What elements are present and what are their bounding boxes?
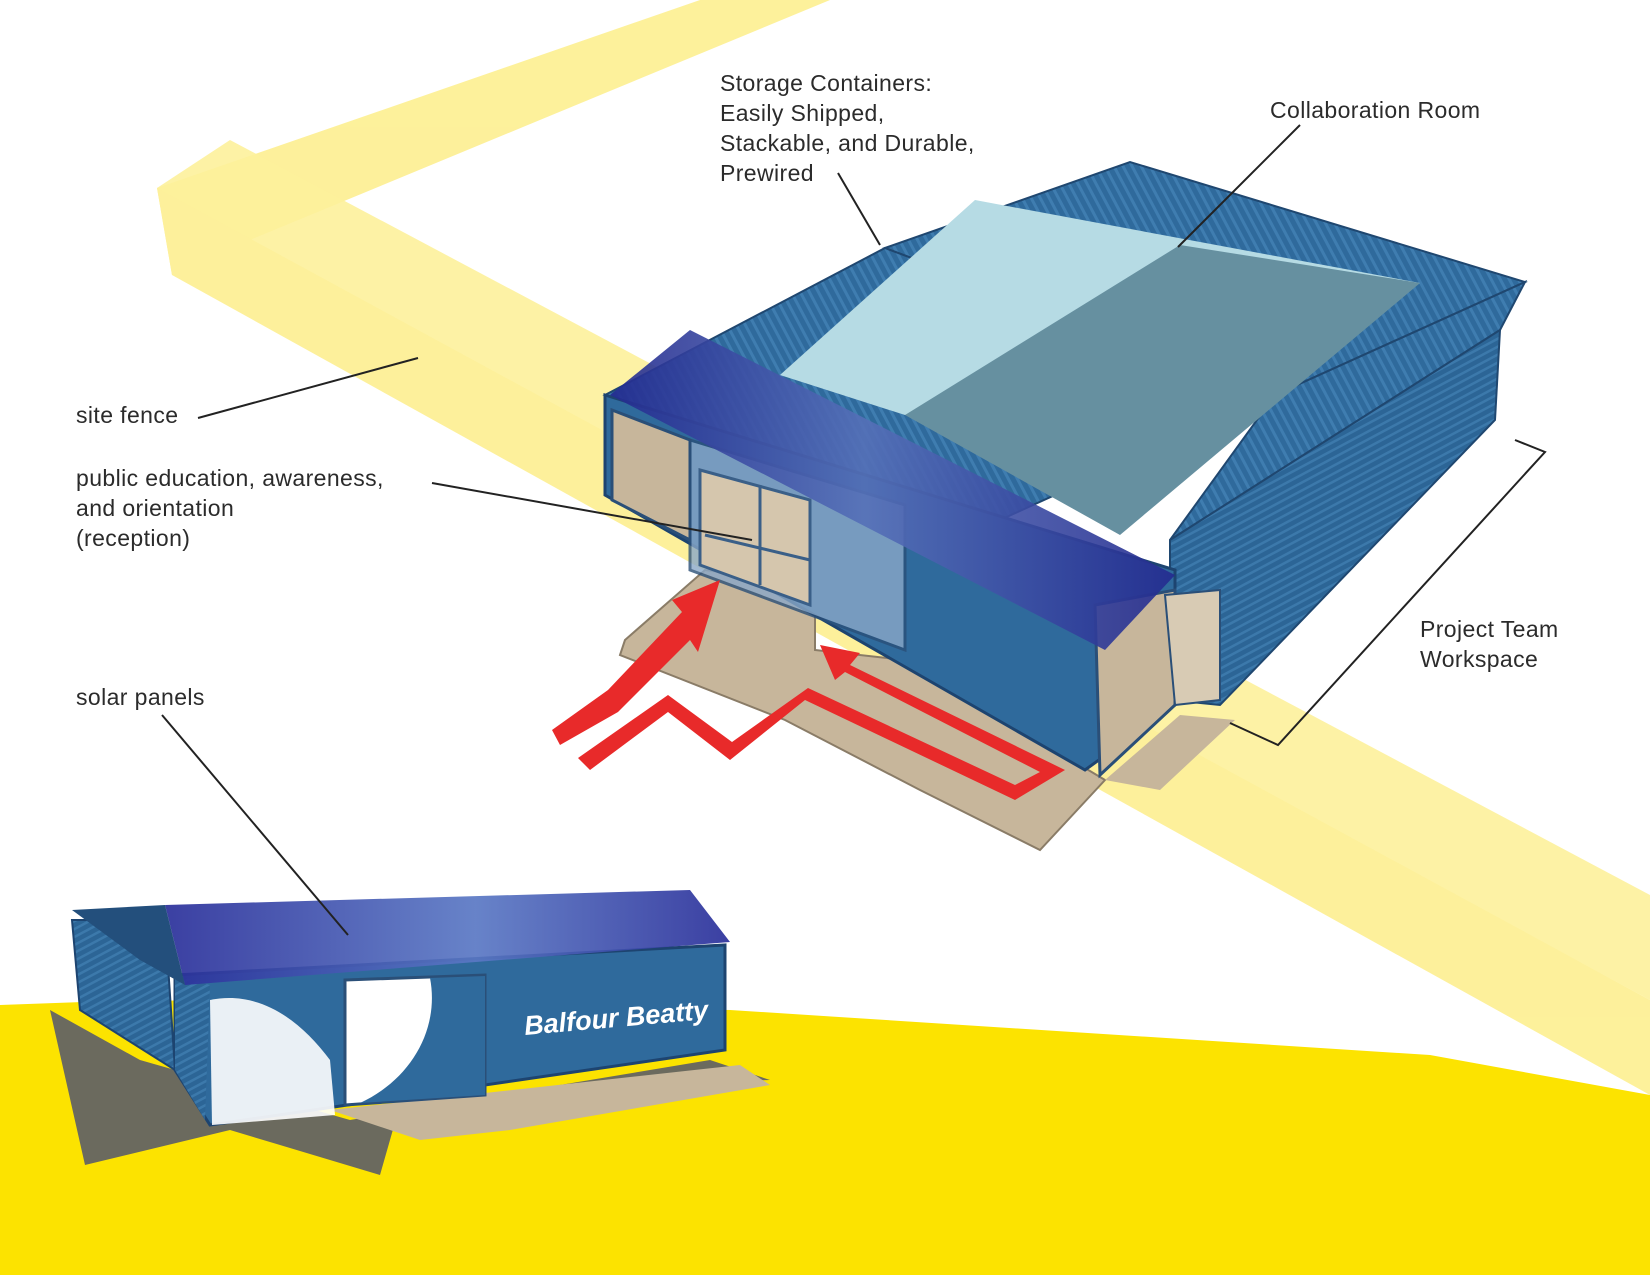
label-storage-line-2: Easily Shipped, <box>720 100 885 126</box>
label-storage-line-1: Storage Containers: <box>720 70 933 96</box>
circulation-arrows <box>552 580 1065 800</box>
leader-project-team-bracket <box>1229 439 1547 747</box>
solar-roof-small <box>165 890 730 985</box>
label-storage-line-4: Prewired <box>720 160 814 186</box>
label-public-education-line-2: and orientation <box>76 495 235 521</box>
label-site-fence: site fence <box>76 402 179 428</box>
solar-roof-main <box>610 330 1175 650</box>
label-storage-line-3: Stackable, and Durable, <box>720 130 975 156</box>
label-public-education: public education, awareness, and orienta… <box>76 463 384 553</box>
leader-site-fence <box>197 357 419 419</box>
small-building: Balfour Beatty <box>50 890 770 1175</box>
label-storage-containers: Storage Containers: Easily Shipped, Stac… <box>720 68 975 188</box>
label-project-team-line-2: Workspace <box>1420 646 1539 672</box>
leader-storage <box>837 172 881 246</box>
label-collaboration-room: Collaboration Room <box>1270 97 1481 123</box>
arrow-right <box>578 645 1065 800</box>
collaboration-room-roof-dark <box>905 245 1420 535</box>
arrow-left <box>552 580 720 745</box>
leader-public-education <box>431 482 753 541</box>
label-project-team-workspace: Project Team Workspace <box>1420 614 1559 674</box>
label-public-education-line-1: public education, awareness, <box>76 465 384 491</box>
leader-solar-panels <box>161 714 349 936</box>
label-project-team-line-1: Project Team <box>1420 616 1559 642</box>
leader-lines <box>161 124 1547 936</box>
label-solar-panels: solar panels <box>76 684 205 710</box>
main-building <box>552 160 1528 852</box>
label-public-education-line-3: (reception) <box>76 525 191 551</box>
leader-collaboration <box>1177 124 1301 248</box>
